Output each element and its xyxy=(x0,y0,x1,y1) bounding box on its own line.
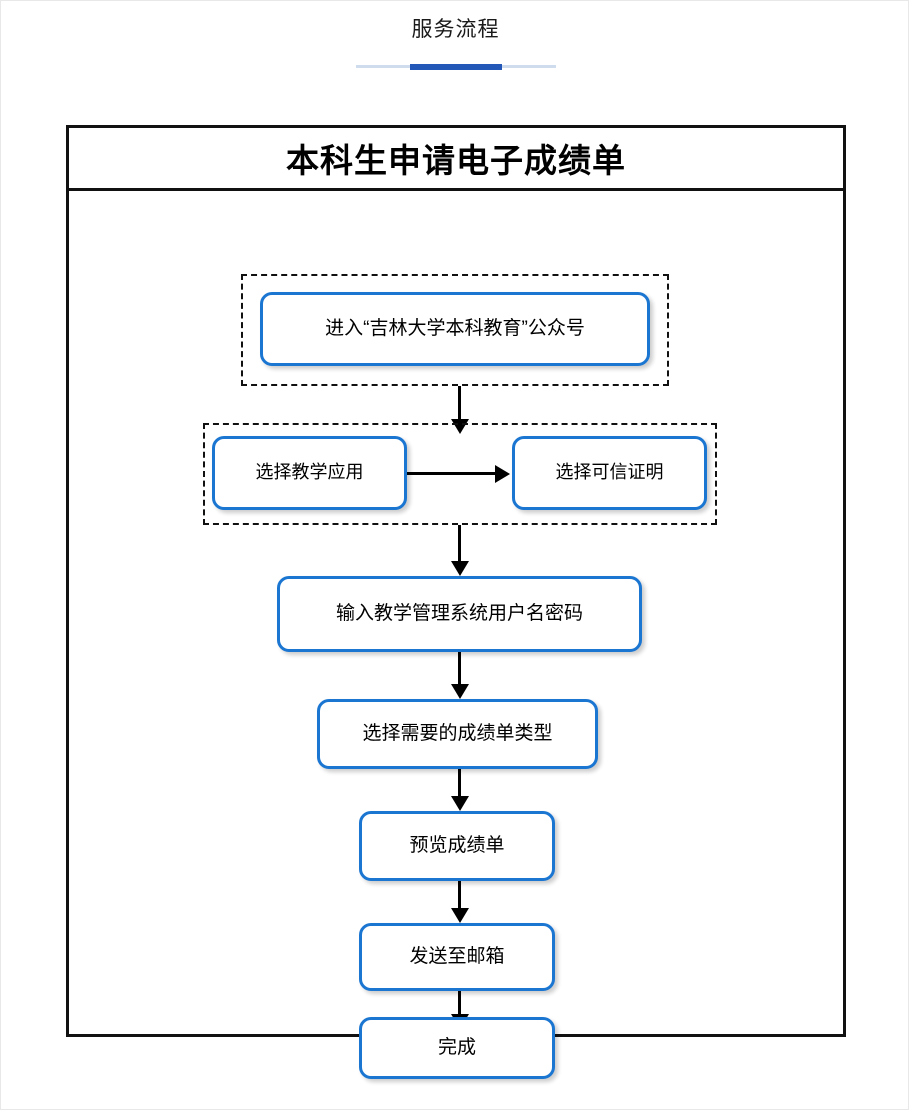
connector-credentials-to-type xyxy=(458,652,461,688)
connector-entry-to-selection xyxy=(458,386,461,424)
arrowhead-type-to-preview xyxy=(451,796,469,811)
arrowhead-app-to-cert xyxy=(495,465,510,483)
node-input-credentials[interactable]: 输入教学管理系统用户名密码 xyxy=(277,576,642,652)
arrowhead-entry-to-selection xyxy=(451,419,469,434)
page-title: 服务流程 xyxy=(411,18,500,41)
node-select-teaching-app[interactable]: 选择教学应用 xyxy=(212,436,407,510)
page-header: 服务流程 xyxy=(1,15,909,70)
header-divider xyxy=(355,64,556,70)
arrowhead-selection-to-credentials xyxy=(451,561,469,576)
flowchart-frame: 本科生申请电子成绩单 进入“吉林大学本科教育”公众号 选择教学应用 选择可信证明… xyxy=(66,125,846,1079)
node-preview-transcript[interactable]: 预览成绩单 xyxy=(359,811,555,881)
node-select-transcript-type[interactable]: 选择需要的成绩单类型 xyxy=(317,699,598,769)
connector-email-to-finish xyxy=(458,991,461,1019)
flowchart-canvas: 进入“吉林大学本科教育”公众号 选择教学应用 选择可信证明 输入教学管理系统用户… xyxy=(69,191,843,1079)
node-select-trusted-cert[interactable]: 选择可信证明 xyxy=(512,436,707,510)
connector-preview-to-email xyxy=(458,881,461,913)
connector-type-to-preview xyxy=(458,769,461,801)
connector-selection-to-credentials xyxy=(458,525,461,565)
connector-app-to-cert xyxy=(407,472,497,475)
node-enter-official-account[interactable]: 进入“吉林大学本科教育”公众号 xyxy=(260,292,650,366)
flowchart-title: 本科生申请电子成绩单 xyxy=(69,128,843,191)
node-send-to-email[interactable]: 发送至邮箱 xyxy=(359,923,555,991)
node-finish[interactable]: 完成 xyxy=(359,1017,555,1079)
arrowhead-preview-to-email xyxy=(451,908,469,923)
arrowhead-credentials-to-type xyxy=(451,684,469,699)
header-divider-accent xyxy=(409,64,502,70)
group-box-selection xyxy=(203,423,717,525)
group-box-entry xyxy=(241,274,669,386)
